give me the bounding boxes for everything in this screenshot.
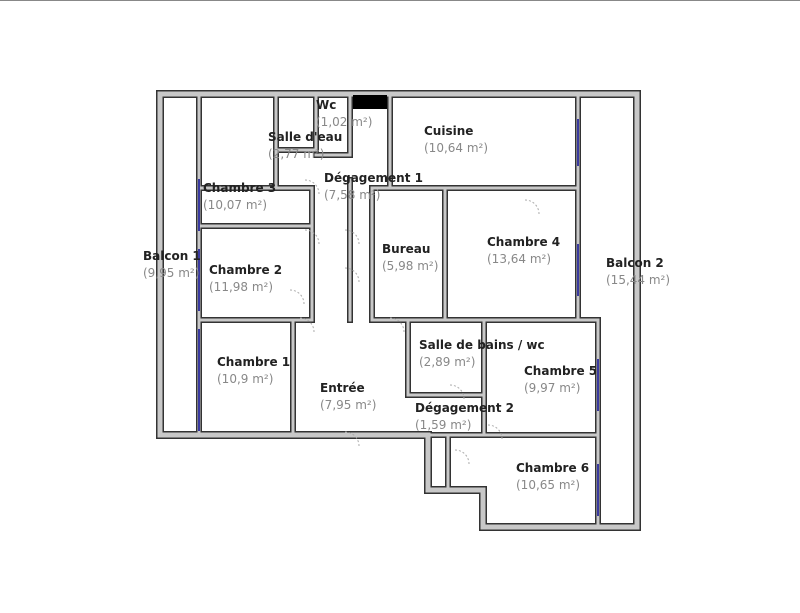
chimney-block	[353, 95, 387, 109]
room-name: Balcon 2	[606, 256, 664, 270]
room-wc: Wc (1,02 m²)	[316, 97, 372, 131]
room-degagement-1: Dégagement 1 (7,58 m²)	[324, 170, 423, 204]
room-name: Chambre 5	[524, 364, 598, 378]
room-area: (10,9 m²)	[217, 372, 274, 386]
outer-wall-fill	[157, 91, 640, 530]
room-area: (2,89 m²)	[419, 355, 476, 369]
door-swing	[304, 179, 320, 195]
room-area: (7,95 m²)	[320, 398, 377, 412]
room-name: Dégagement 1	[324, 171, 423, 185]
room-name: Chambre 3	[203, 181, 277, 195]
door-swing	[487, 424, 503, 440]
windows	[198, 119, 599, 516]
room-name: Cuisine	[424, 124, 474, 138]
room-name: Wc	[316, 98, 337, 112]
room-degagement-2: Dégagement 2 (1,59 m²)	[415, 400, 514, 434]
room-name: Bureau	[382, 242, 431, 256]
room-balcon-2: Balcon 2 (15,44 m²)	[606, 255, 670, 289]
room-cuisine: Cuisine (10,64 m²)	[424, 123, 488, 157]
room-balcon-1: Balcon 1 (9,95 m²)	[143, 248, 201, 282]
door-swing	[344, 431, 360, 447]
door-swing	[524, 199, 540, 215]
door-swing	[344, 229, 360, 245]
room-salle-d-eau: Salle d'eau (2,77 m²)	[268, 129, 342, 163]
room-bureau: Bureau (5,98 m²)	[382, 241, 438, 275]
top-border	[0, 0, 800, 1]
room-area: (10,65 m²)	[516, 478, 581, 492]
room-area: (1,59 m²)	[415, 418, 472, 432]
room-name: Entrée	[320, 381, 365, 395]
room-area: (7,58 m²)	[324, 188, 381, 202]
room-name: Chambre 6	[516, 461, 590, 475]
door-swing	[454, 449, 470, 465]
room-entree: Entrée (7,95 m²)	[320, 380, 376, 414]
room-area: (13,64 m²)	[487, 252, 552, 266]
room-chambre-5: Chambre 5 (9,97 m²)	[524, 363, 597, 397]
door-swing	[304, 229, 320, 245]
room-name: Salle d'eau	[268, 130, 343, 144]
room-area: (9,97 m²)	[524, 381, 581, 395]
door-swing	[449, 384, 465, 400]
room-area: (11,98 m²)	[209, 280, 274, 294]
door-swing	[389, 317, 405, 333]
doors	[289, 179, 540, 465]
door-swing	[299, 317, 315, 333]
walls	[156, 90, 641, 531]
room-name: Balcon 1	[143, 249, 201, 263]
door-swing	[344, 267, 360, 283]
door-swing	[289, 289, 305, 305]
room-chambre-1: Chambre 1 (10,9 m²)	[217, 354, 290, 388]
room-area: (2,77 m²)	[268, 147, 325, 161]
room-area: (10,07 m²)	[203, 198, 268, 212]
room-chambre-4: Chambre 4 (13,64 m²)	[487, 234, 560, 268]
room-area: (15,44 m²)	[606, 273, 671, 287]
room-name: Salle de bains / wc	[419, 338, 545, 352]
room-chambre-6: Chambre 6 (10,65 m²)	[516, 460, 589, 494]
room-chambre-3: Chambre 3 (10,07 m²)	[203, 180, 276, 214]
room-name: Dégagement 2	[415, 401, 514, 415]
room-area: (5,98 m²)	[382, 259, 439, 273]
room-area: (10,64 m²)	[424, 141, 489, 155]
room-area: (9,95 m²)	[143, 266, 200, 280]
room-name: Chambre 2	[209, 263, 283, 277]
room-name: Chambre 1	[217, 355, 291, 369]
room-area: (1,02 m²)	[316, 115, 373, 129]
room-chambre-2: Chambre 2 (11,98 m²)	[209, 262, 282, 296]
room-name: Chambre 4	[487, 235, 561, 249]
room-salle-de-bains: Salle de bains / wc (2,89 m²)	[419, 337, 545, 371]
